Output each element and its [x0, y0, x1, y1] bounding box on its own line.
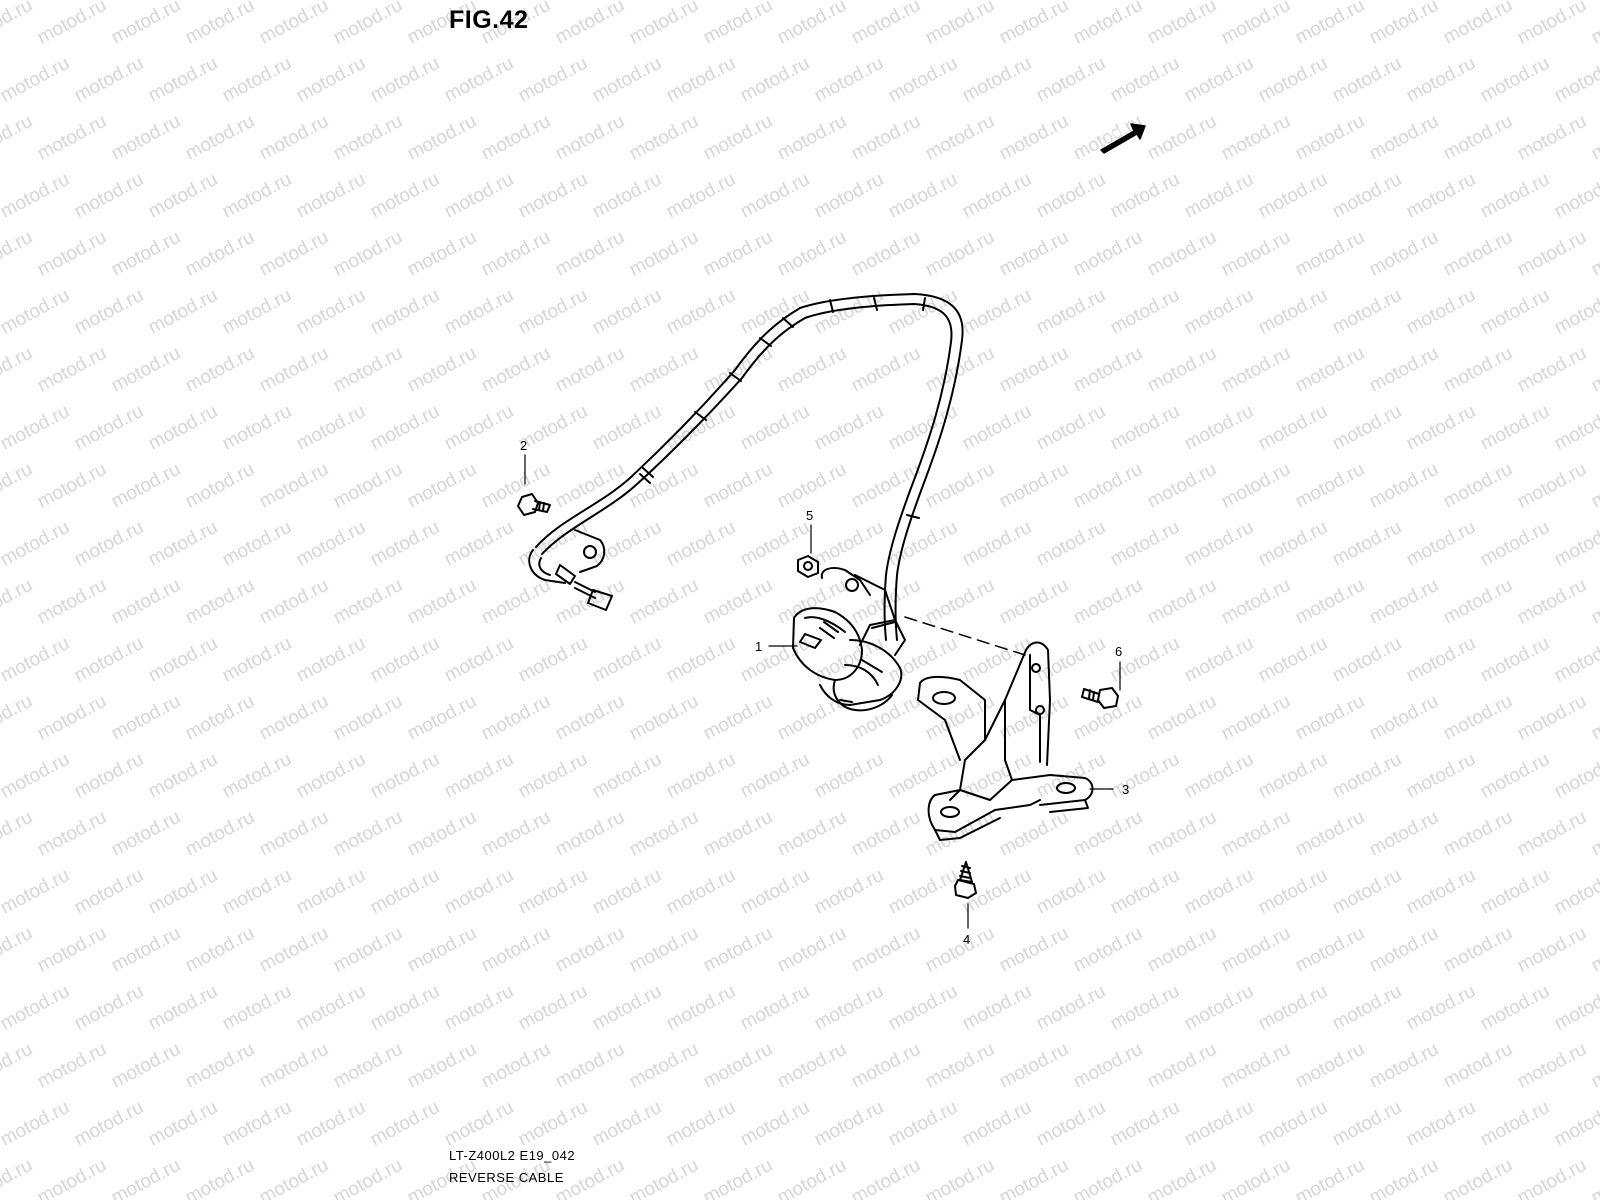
bracket-3 [820, 567, 1094, 841]
bolt-2 [517, 493, 551, 516]
callout-5: 5 [806, 508, 814, 523]
callout-1: 1 [755, 639, 763, 654]
reverse-switch-1 [792, 607, 906, 712]
footer-model-code: LT-Z400L2 E19_042 [449, 1148, 576, 1163]
footer-diagram-name: REVERSE CABLE [449, 1170, 564, 1185]
callout-3: 3 [1122, 782, 1130, 797]
bolt-6 [1081, 687, 1119, 709]
leader-lines [524, 454, 1121, 929]
callout-2: 2 [520, 438, 528, 453]
screw-4 [954, 861, 977, 899]
callout-4: 4 [963, 932, 971, 947]
cable-upper-end [528, 529, 613, 611]
reverse-cable [535, 293, 964, 641]
figure-title: FIG.42 [449, 6, 529, 34]
callout-6: 6 [1115, 644, 1123, 659]
nut-5 [797, 555, 819, 578]
fwd-arrow-icon [1100, 123, 1146, 154]
